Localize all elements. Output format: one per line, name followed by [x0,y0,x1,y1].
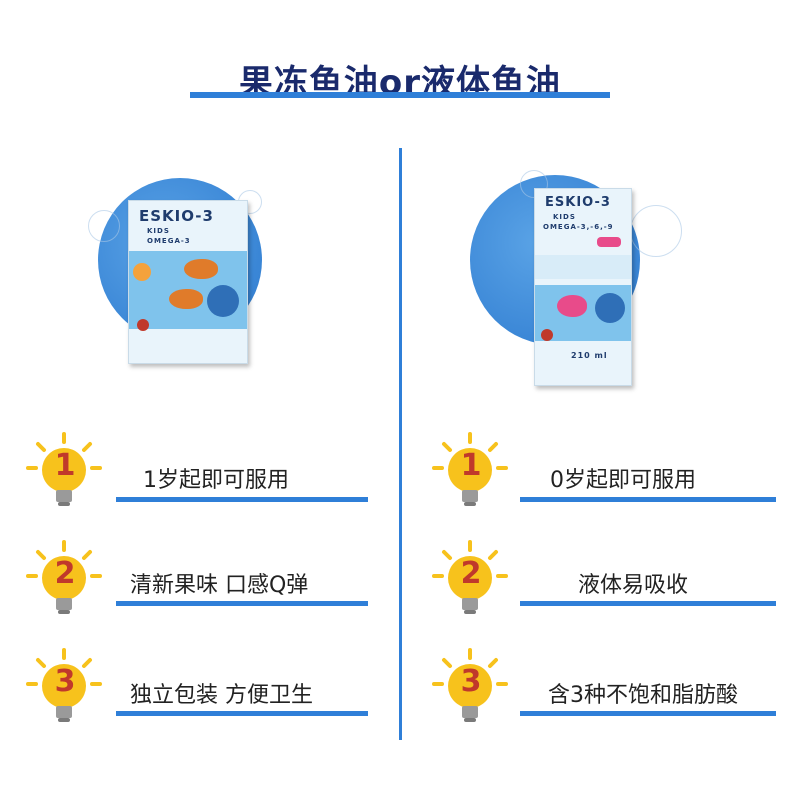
fish-icon [169,289,203,309]
product-volume: 210 ml [571,351,608,360]
lightbulb-icon [432,540,508,614]
feature-underline [520,497,776,502]
info-badge-icon [595,293,625,323]
product-line: KIDS [147,227,170,235]
fish-icon [184,259,218,279]
feature-underline [116,601,368,606]
product-brand: ESKIO-3 [545,195,611,210]
feature-text: 0岁起即可服用 [550,468,696,493]
feature-number: 1 [54,448,76,483]
feature-underline [116,497,368,502]
feature-number: 2 [54,556,76,591]
feature-text: 独立包装 方便卫生 [130,683,313,708]
center-divider [399,148,402,740]
feature-number: 3 [460,664,482,699]
feature-underline [116,711,368,716]
tag-icon [597,237,621,247]
product-line: OMEGA-3,-6,-9 [543,223,614,231]
feature-text: 含3种不饱和脂肪酸 [548,683,738,708]
title-underline [190,92,610,98]
feature-number: 3 [54,664,76,699]
lightbulb-icon [432,432,508,506]
seal-icon [541,329,553,341]
feature-underline [520,601,776,606]
lightbulb-icon [26,540,102,614]
product-line: OMEGA-3 [147,237,191,245]
seal-icon [137,319,149,331]
badge-icon [133,263,151,281]
fish-icon [557,295,587,317]
product-brand: ESKIO-3 [139,207,214,225]
left-product-box: ESKIO-3 KIDS OMEGA-3 [128,200,248,364]
product-line: KIDS [553,213,576,221]
feature-number: 1 [460,448,482,483]
lightbulb-icon [26,432,102,506]
lightbulb-icon [26,648,102,722]
feature-number: 2 [460,556,482,591]
bubble [88,210,120,242]
feature-text: 清新果味 口感Q弹 [130,573,309,598]
feature-text: 液体易吸收 [578,573,689,598]
feature-text: 1岁起即可服用 [143,468,289,493]
product-icons-band [535,255,631,279]
bubble [630,205,682,257]
feature-underline [520,711,776,716]
lightbulb-icon [432,648,508,722]
info-badge-icon [207,285,239,317]
right-product-box: ESKIO-3 KIDS OMEGA-3,-6,-9 210 ml [534,188,632,386]
